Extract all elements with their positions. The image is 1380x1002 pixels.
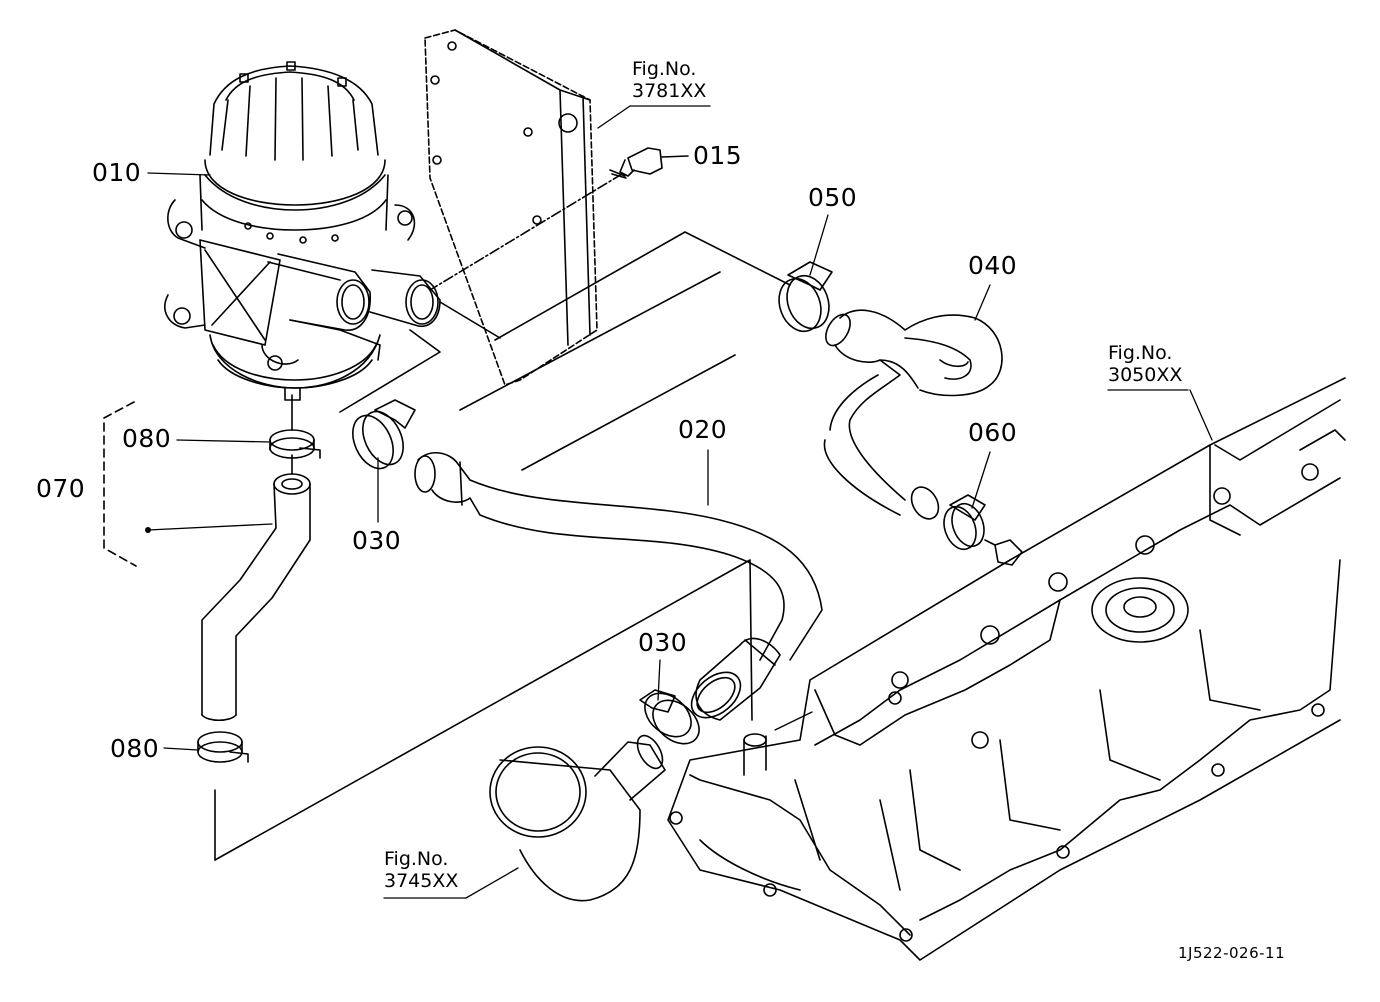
clamp-030-lower: [637, 684, 708, 752]
bracket-plate: [425, 30, 597, 385]
figure-ref-number: 3781XX: [632, 80, 707, 102]
figure-ref-prefix: Fig.No.: [1108, 342, 1173, 364]
figure-ref-prefix: Fig.No.: [632, 58, 697, 80]
part-label-050: 050: [808, 183, 858, 212]
hose-070: [202, 474, 310, 720]
figure-ref-3050: Fig.No. 3050XX: [1108, 342, 1182, 386]
leader-dot-070: [145, 527, 151, 533]
clamp-080-lower: [198, 732, 248, 762]
clamp-080-upper: [270, 430, 320, 458]
clamp-030-upper: [345, 400, 415, 475]
part-label-060: 060: [968, 418, 1018, 447]
figure-ref-3745: Fig.No. 3745XX: [384, 848, 458, 892]
hose-040: [821, 310, 1002, 523]
part-label-010: 010: [92, 158, 142, 187]
air-pump-010: [165, 62, 440, 400]
part-label-030-upper: 030: [352, 526, 402, 555]
drawing-code: 1J522-026-11: [1178, 944, 1286, 962]
part-label-080-upper: 080: [122, 424, 172, 453]
part-label-020: 020: [678, 415, 728, 444]
group-bracket-070: [104, 402, 136, 566]
figure-ref-prefix: Fig.No.: [384, 848, 449, 870]
figure-ref-number: 3050XX: [1108, 364, 1183, 386]
rocker-cover: [668, 378, 1345, 960]
assembly-lines: [215, 232, 995, 860]
figure-ref-3781: Fig.No. 3781XX: [632, 58, 706, 102]
part-label-070: 070: [36, 474, 86, 503]
clamp-060: [938, 495, 989, 554]
part-label-080-lower: 080: [110, 734, 160, 763]
part-label-015: 015: [693, 141, 743, 170]
leader-lines: [148, 106, 1212, 898]
breather-pipe: [490, 731, 668, 900]
figure-ref-number: 3745XX: [384, 870, 459, 892]
clamp-050: [772, 262, 836, 337]
hose-020: [415, 453, 822, 727]
part-label-030-lower: 030: [638, 628, 688, 657]
part-label-040: 040: [968, 251, 1018, 280]
